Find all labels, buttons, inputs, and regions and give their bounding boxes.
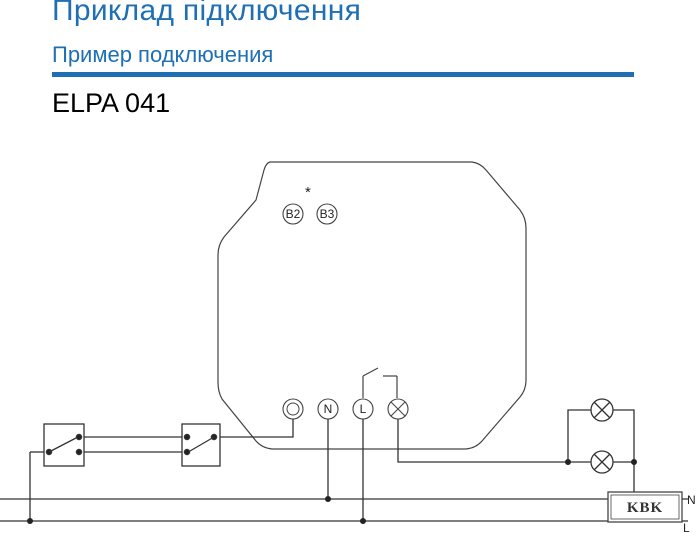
logo-text: KBK — [627, 500, 663, 516]
header-divider — [52, 72, 634, 77]
terminal-b2: B2 — [282, 203, 304, 225]
relay-contact — [362, 367, 398, 398]
kbk-logo: KBK — [607, 491, 683, 523]
bus-label-l: L — [683, 521, 690, 533]
terminal-load — [387, 398, 409, 420]
terminal-n: N — [317, 398, 339, 420]
bus-label-n: N — [687, 493, 696, 507]
wiring — [0, 409, 688, 522]
terminal-b3: B3 — [316, 203, 338, 225]
title-ukrainian: Приклад підключення — [52, 0, 362, 27]
terminal-l-label: L — [360, 402, 367, 416]
lamp-1 — [590, 398, 614, 422]
two-way-switch-1 — [43, 423, 85, 467]
terminal-blank — [282, 398, 304, 420]
junction-dots — [27, 459, 637, 524]
asterisk-mark: * — [305, 184, 311, 201]
terminal-l: L — [352, 398, 374, 420]
title-russian: Пример подключения — [52, 42, 274, 67]
lamp-2 — [590, 450, 614, 474]
terminal-b3-label: B3 — [320, 207, 335, 221]
terminal-b2-label: B2 — [286, 207, 301, 221]
two-way-switch-2 — [181, 423, 221, 467]
terminal-n-label: N — [324, 402, 333, 416]
model-name: ELPA 041 — [52, 88, 171, 118]
device-outline — [217, 161, 527, 450]
